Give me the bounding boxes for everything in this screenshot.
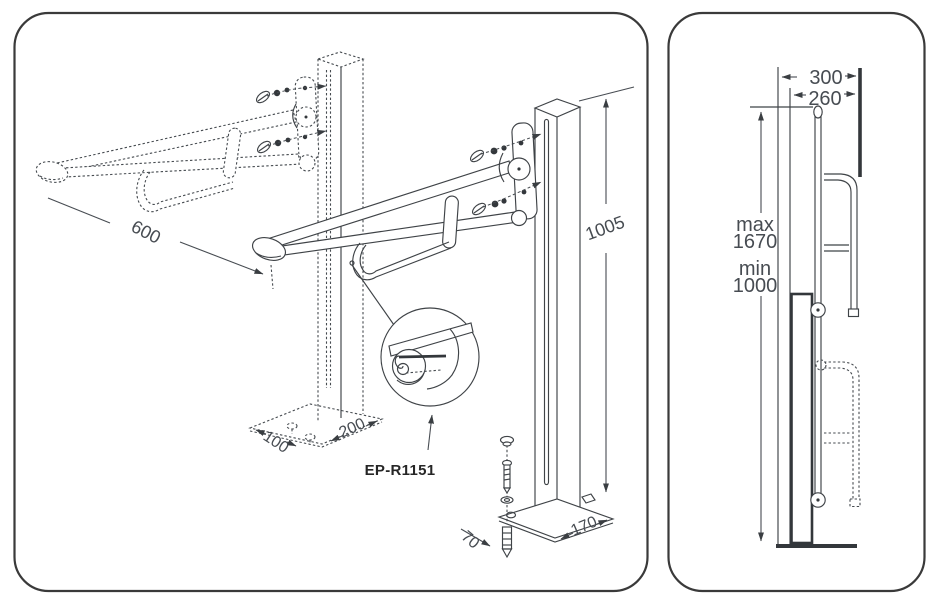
dim-max-label: max bbox=[736, 214, 774, 236]
wing-screw-set-upper-left bbox=[255, 83, 327, 104]
dim-max-value: 1670 bbox=[733, 231, 778, 253]
side-view-rail-upper bbox=[824, 173, 860, 318]
left-diagram-panel: 600 100 200 bbox=[13, 11, 649, 593]
dim-top-offsets: 300 260 bbox=[781, 67, 857, 110]
side-view-post bbox=[750, 67, 857, 548]
detail-circle-paper-holder: EP-R1151 bbox=[351, 264, 480, 479]
side-view-rail-lower-dotted bbox=[815, 359, 861, 508]
product-code-label: EP-R1151 bbox=[365, 462, 436, 479]
dim-offset-outer-label: 300 bbox=[809, 67, 842, 89]
solid-grab-bar bbox=[251, 122, 538, 281]
wing-screw-set-lower-left bbox=[256, 129, 327, 154]
dotted-grab-bar bbox=[35, 76, 320, 213]
dim-height-range: max 1670 min 1000 bbox=[733, 111, 778, 542]
solid-post bbox=[497, 98, 615, 543]
slide-bracket bbox=[790, 292, 814, 545]
wing-screw-set-lower-right bbox=[471, 181, 542, 216]
dim-offset-inner-label: 260 bbox=[808, 88, 841, 110]
dim-min-label: min bbox=[739, 258, 771, 280]
side-view-folded-bar bbox=[810, 68, 862, 508]
dim-min-value: 1000 bbox=[733, 275, 778, 297]
anchor-bolt-exploded bbox=[499, 435, 515, 559]
wing-screw-set-upper-right bbox=[469, 133, 542, 163]
right-diagram-panel: 300 260 max 1670 min 1000 bbox=[667, 11, 926, 593]
